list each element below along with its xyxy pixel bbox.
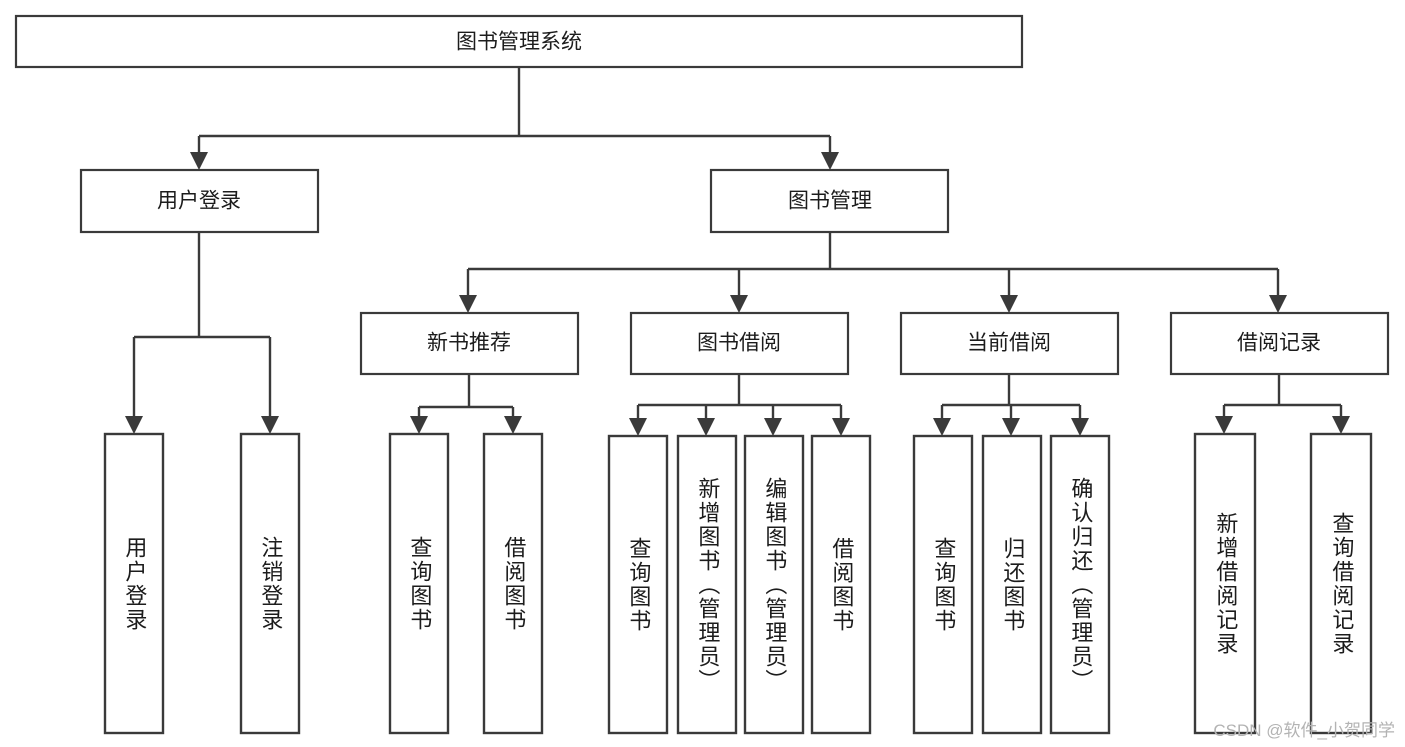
node-borrow-record[interactable]: 借阅记录 [1169, 311, 1390, 376]
leaf-confirm-return-admin-label: 确认归还（管理员） [1068, 476, 1094, 693]
leaf-borrow-book-2-text-wrap: 借阅图书 [829, 536, 855, 633]
node-book-borrow-box[interactable] [629, 311, 850, 376]
arrow-borrow-record-leaf-1 [1215, 416, 1233, 434]
leaf-add-borrow-record[interactable]: 新增借阅记录 [1193, 432, 1257, 735]
arrow-to-new-book-recommend [459, 295, 477, 313]
leaf-borrow-book-1-text-wrap: 借阅图书 [501, 535, 527, 632]
leaf-logout-login-text-wrap: 注销登录 [258, 535, 284, 632]
leaf-confirm-return-admin-box[interactable] [1049, 434, 1111, 735]
arrow-book-borrow-leaf-3 [764, 418, 782, 436]
arrow-to-book-borrow [730, 295, 748, 313]
leaf-query-borrow-record[interactable]: 查询借阅记录 [1309, 432, 1373, 735]
leaf-logout-login-label: 注销登录 [258, 535, 284, 632]
node-current-borrow-label: 当前借阅 [967, 332, 1051, 355]
arrow-to-user-login [190, 152, 208, 170]
node-root-label: 图书管理系统 [456, 31, 582, 54]
leaf-query-borrow-record-box[interactable] [1309, 432, 1373, 735]
connector-layer [125, 67, 1350, 436]
arrow-user-login-leaf-2 [261, 416, 279, 434]
leaf-query-book-3-text-wrap: 查询图书 [931, 536, 957, 633]
leaf-query-book-3[interactable]: 查询图书 [912, 434, 974, 735]
node-user-login-box[interactable] [79, 168, 320, 234]
leaf-query-book-2-label: 查询图书 [626, 536, 652, 633]
node-book-borrow[interactable]: 图书借阅 [629, 311, 850, 376]
leaf-query-book-2-box[interactable] [607, 434, 669, 735]
leaf-query-book-1-label: 查询图书 [407, 535, 433, 632]
leaf-return-book-text-wrap: 归还图书 [1000, 536, 1026, 633]
node-current-borrow-box[interactable] [899, 311, 1120, 376]
node-new-book-recommend-label: 新书推荐 [427, 332, 511, 355]
node-book-manage-label: 图书管理 [788, 190, 872, 213]
leaf-borrow-book-1-label: 借阅图书 [501, 535, 527, 632]
leaf-confirm-return-admin[interactable]: 确认归还（管理员） [1049, 434, 1111, 735]
leaf-query-book-1-box[interactable] [388, 432, 450, 735]
arrow-book-borrow-leaf-4 [832, 418, 850, 436]
leaf-borrow-book-2-label: 借阅图书 [829, 536, 855, 633]
arrow-to-book-manage [821, 152, 839, 170]
node-user-login[interactable]: 用户登录 [79, 168, 320, 234]
leaf-user-login-text-wrap: 用户登录 [122, 535, 148, 632]
leaf-query-book-3-label: 查询图书 [931, 536, 957, 633]
leaf-add-book-admin[interactable]: 新增图书（管理员） [676, 434, 738, 735]
arrow-current-borrow-leaf-2 [1002, 418, 1020, 436]
leaf-add-borrow-record-box[interactable] [1193, 432, 1257, 735]
leaf-edit-book-admin-text-wrap: 编辑图书（管理员） [762, 476, 788, 693]
node-new-book-recommend[interactable]: 新书推荐 [359, 311, 580, 376]
leaf-return-book[interactable]: 归还图书 [981, 434, 1043, 735]
leaf-query-borrow-record-text-wrap: 查询借阅记录 [1329, 511, 1355, 656]
leaf-query-book-2-text-wrap: 查询图书 [626, 536, 652, 633]
leaf-query-book-1-text-wrap: 查询图书 [407, 535, 433, 632]
leaf-user-login-box[interactable] [103, 432, 165, 735]
arrow-book-borrow-leaf-2 [697, 418, 715, 436]
arrow-current-borrow-leaf-1 [933, 418, 951, 436]
node-book-manage-box[interactable] [709, 168, 950, 234]
leaf-return-book-box[interactable] [981, 434, 1043, 735]
node-root[interactable]: 图书管理系统 [14, 14, 1024, 69]
leaf-add-book-admin-box[interactable] [676, 434, 738, 735]
leaf-add-book-admin-label: 新增图书（管理员） [695, 476, 721, 693]
arrow-current-borrow-leaf-3 [1071, 418, 1089, 436]
leaf-query-book-2[interactable]: 查询图书 [607, 434, 669, 735]
leaf-edit-book-admin-box[interactable] [743, 434, 805, 735]
leaf-query-borrow-record-label: 查询借阅记录 [1329, 511, 1355, 656]
arrow-book-borrow-leaf-1 [629, 418, 647, 436]
leaf-borrow-book-2[interactable]: 借阅图书 [810, 434, 872, 735]
leaf-edit-book-admin-label: 编辑图书（管理员） [762, 476, 788, 693]
arrow-new-book-leaf-2 [504, 416, 522, 434]
leaf-logout-login[interactable]: 注销登录 [239, 432, 301, 735]
leaf-borrow-book-1-box[interactable] [482, 432, 544, 735]
leaf-add-borrow-record-label: 新增借阅记录 [1213, 511, 1239, 656]
leaf-confirm-return-admin-text-wrap: 确认归还（管理员） [1068, 476, 1094, 693]
node-borrow-record-box[interactable] [1169, 311, 1390, 376]
node-book-manage[interactable]: 图书管理 [709, 168, 950, 234]
arrow-to-current-borrow [1000, 295, 1018, 313]
leaf-add-book-admin-text-wrap: 新增图书（管理员） [695, 476, 721, 693]
node-user-login-label: 用户登录 [157, 190, 241, 213]
node-borrow-record-label: 借阅记录 [1237, 332, 1321, 355]
node-new-book-recommend-box[interactable] [359, 311, 580, 376]
node-root-box[interactable] [14, 14, 1024, 69]
leaf-query-book-3-box[interactable] [912, 434, 974, 735]
arrow-user-login-leaf-1 [125, 416, 143, 434]
arrow-borrow-record-leaf-2 [1332, 416, 1350, 434]
arrow-new-book-leaf-1 [410, 416, 428, 434]
leaf-borrow-book-2-box[interactable] [810, 434, 872, 735]
leaf-user-login-label: 用户登录 [122, 535, 148, 632]
leaf-edit-book-admin[interactable]: 编辑图书（管理员） [743, 434, 805, 735]
node-current-borrow[interactable]: 当前借阅 [899, 311, 1120, 376]
leaf-borrow-book-1[interactable]: 借阅图书 [482, 432, 544, 735]
leaf-logout-login-box[interactable] [239, 432, 301, 735]
leaf-return-book-label: 归还图书 [1000, 536, 1026, 633]
arrow-to-borrow-record [1269, 295, 1287, 313]
leaf-add-borrow-record-text-wrap: 新增借阅记录 [1213, 511, 1239, 656]
node-book-borrow-label: 图书借阅 [697, 332, 781, 355]
leaf-user-login[interactable]: 用户登录 [103, 432, 165, 735]
leaf-query-book-1[interactable]: 查询图书 [388, 432, 450, 735]
